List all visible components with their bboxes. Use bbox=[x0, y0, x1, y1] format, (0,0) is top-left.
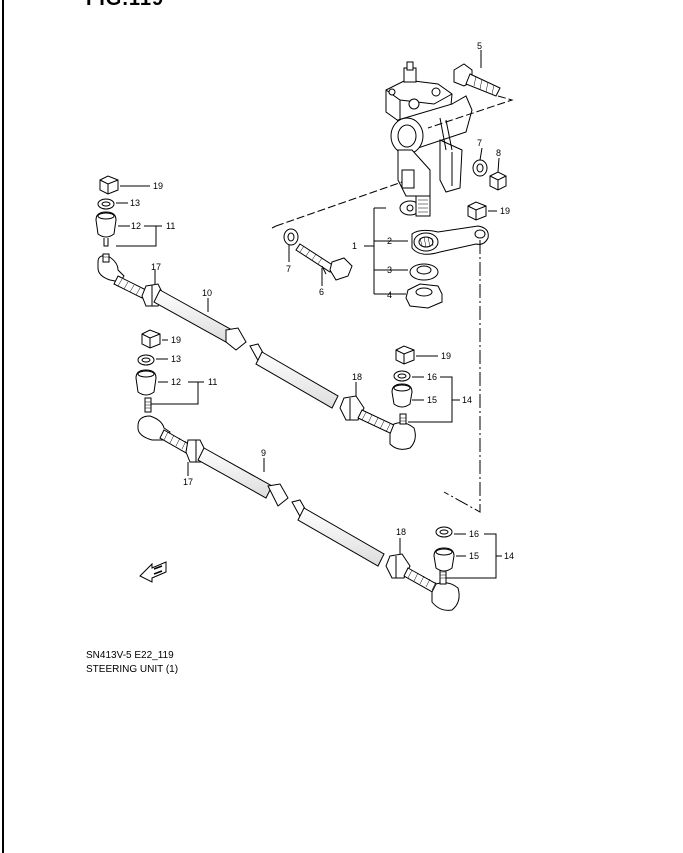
callout-19-middle-left: 19 bbox=[171, 335, 181, 345]
callout-11-middle-left: 11 bbox=[208, 377, 217, 387]
part-4-nut bbox=[405, 283, 443, 309]
callout-16-middle: 16 bbox=[427, 372, 437, 382]
part-9-tie-rod-lower bbox=[137, 397, 460, 611]
callout-2: 2 bbox=[387, 236, 392, 246]
callout-10: 10 bbox=[202, 288, 212, 298]
callout-1: 1 bbox=[352, 241, 357, 251]
page-left-border bbox=[2, 0, 4, 853]
callout-13-upper-left: 13 bbox=[130, 198, 140, 208]
part-16-washer-middle bbox=[393, 370, 411, 382]
part-19-nut-upper-right bbox=[467, 201, 487, 221]
callout-18-upper: 18 bbox=[352, 372, 362, 382]
callout-19-middle-right: 19 bbox=[441, 351, 451, 361]
diagram-name: STEERING UNIT (1) bbox=[86, 664, 179, 675]
assembly-line-gear-to-bolt bbox=[275, 181, 403, 227]
callout-19-upper-left: 19 bbox=[153, 181, 163, 191]
steering-gear-box bbox=[385, 61, 473, 217]
part-7-washer-left bbox=[283, 228, 299, 246]
part-19-nut-upper-left bbox=[99, 175, 119, 195]
callout-4: 4 bbox=[387, 290, 392, 300]
callout-7-left: 7 bbox=[286, 264, 291, 274]
callout-14-middle: 14 bbox=[462, 395, 472, 405]
bracket-11-middle-left bbox=[150, 381, 204, 405]
callout-19-upper-right: 19 bbox=[500, 206, 510, 216]
part-2-pitman-arm bbox=[411, 225, 489, 255]
part-6-bolt bbox=[295, 243, 353, 281]
part-5-bolt bbox=[453, 63, 501, 97]
callout-13-middle-left: 13 bbox=[171, 354, 181, 364]
assembly-line-gear-top bbox=[271, 95, 514, 229]
callout-12-upper-left: 12 bbox=[131, 221, 141, 231]
part-13-washer-middle-left bbox=[137, 354, 155, 366]
callout-17-upper: 17 bbox=[151, 262, 161, 272]
callout-3: 3 bbox=[387, 265, 392, 275]
bracket-14-lower bbox=[446, 533, 502, 579]
callout-15-lower: 15 bbox=[469, 551, 479, 561]
part-7-washer-right bbox=[472, 159, 488, 177]
callout-17-lower: 17 bbox=[183, 477, 193, 487]
callout-15-middle: 15 bbox=[427, 395, 437, 405]
callout-11-upper-left: 11 bbox=[166, 221, 175, 231]
bracket-1 bbox=[364, 207, 408, 295]
callout-7-right: 7 bbox=[477, 138, 482, 148]
part-13-washer-upper-left bbox=[97, 198, 115, 210]
diagram-code: SN413V-5 E22_119 bbox=[86, 650, 174, 661]
callout-6: 6 bbox=[319, 287, 324, 297]
leader-8 bbox=[497, 157, 500, 173]
assembly-line-right-vertical bbox=[443, 240, 481, 513]
bracket-14-middle bbox=[408, 376, 460, 423]
part-10-tie-rod-upper bbox=[97, 253, 416, 450]
figure-title: FIG.119 bbox=[86, 0, 164, 11]
callout-14-lower: 14 bbox=[504, 551, 514, 561]
callout-9: 9 bbox=[261, 448, 266, 458]
part-19-nut-middle-right bbox=[395, 345, 415, 365]
callout-8: 8 bbox=[496, 148, 501, 158]
leader-7-right bbox=[479, 147, 483, 161]
part-16-washer-lower bbox=[435, 526, 453, 538]
part-12-boot-middle-left bbox=[135, 369, 157, 396]
part-15-boot-middle bbox=[391, 383, 413, 408]
part-12-boot-upper-left bbox=[95, 211, 117, 247]
callout-5: 5 bbox=[477, 41, 482, 51]
part-3-washer bbox=[409, 263, 439, 281]
bracket-11-upper-left bbox=[116, 225, 162, 247]
part-15-boot-lower bbox=[433, 547, 455, 572]
part-19-nut-middle-left bbox=[141, 329, 161, 349]
callout-12-middle-left: 12 bbox=[171, 377, 181, 387]
callout-18-lower: 18 bbox=[396, 527, 406, 537]
front-direction-arrow-icon bbox=[139, 561, 167, 583]
callout-16-lower: 16 bbox=[469, 529, 479, 539]
part-8-nut bbox=[489, 171, 507, 191]
